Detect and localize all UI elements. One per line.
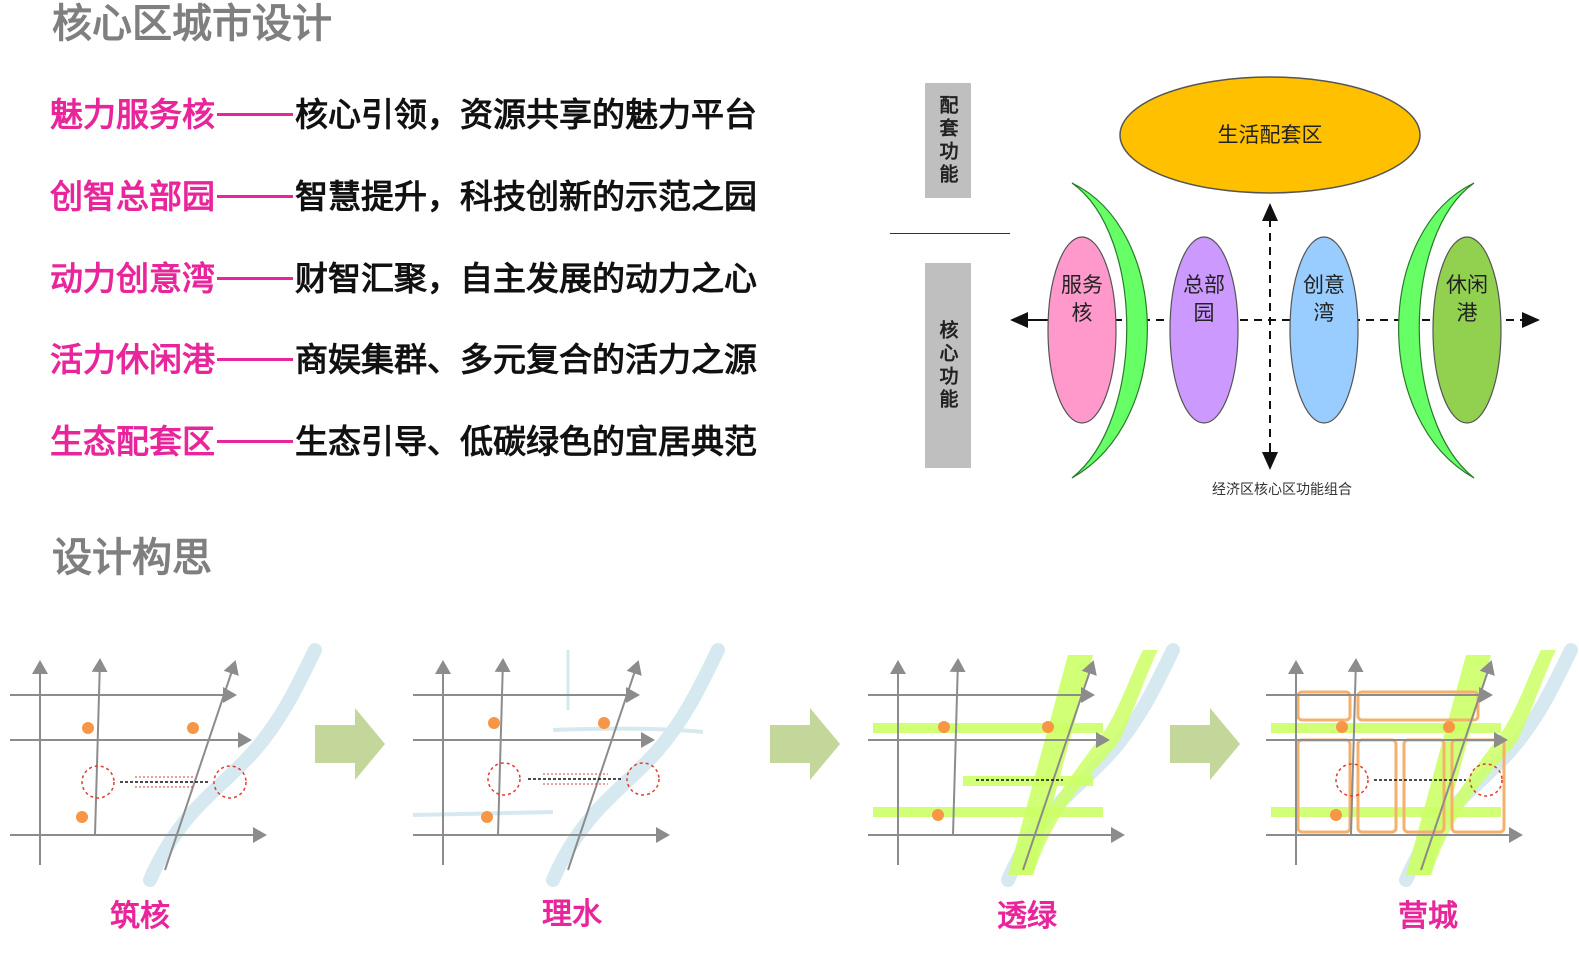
node-ellipse [1047, 236, 1117, 424]
node-ellipse [1432, 236, 1502, 424]
divider-line [890, 233, 1010, 234]
node-creative-bay: 创意 湾 [1289, 236, 1359, 424]
statement-line-5: 生态配套区 生态引导、低碳绿色的宜居典范 [50, 425, 757, 458]
orange-node [488, 717, 500, 729]
sketch-build-city [1266, 650, 1571, 880]
statement-line-2: 创智总部园 智慧提升，科技创新的示范之园 [50, 180, 757, 213]
node-label-line1: 休闲 [1446, 273, 1488, 297]
statement-desc: 智慧提升，科技创新的示范之园 [295, 177, 757, 216]
node-hq-park: 总部 园 [1169, 236, 1239, 424]
section-title-design-concept: 设计构思 [52, 535, 212, 581]
dash-connector [217, 358, 293, 361]
green-arc-right [1398, 182, 1475, 479]
core-circle [626, 762, 660, 796]
orange-node [932, 809, 944, 821]
top-ellipse [1119, 76, 1421, 194]
node-service-core: 服务 核 [1047, 236, 1117, 424]
statement-line-3: 动力创意湾 财智汇聚，自主发展的动力之心 [50, 262, 757, 295]
concept-sketches [0, 640, 1579, 890]
orange-node [1336, 721, 1348, 733]
step-label-build-core: 筑核 [110, 899, 170, 934]
node-label-line1: 创意 [1303, 273, 1345, 297]
orange-node [82, 722, 94, 734]
green-strip [873, 807, 1103, 817]
water-band [150, 650, 315, 880]
dash-connector [217, 440, 293, 443]
step-label-manage-water: 理水 [542, 897, 602, 932]
green-strip [873, 723, 1103, 733]
node-ellipse [1169, 236, 1239, 424]
node-leisure-port: 休闲 港 [1432, 236, 1502, 424]
node-label-line2: 湾 [1314, 301, 1335, 325]
orange-node [938, 721, 950, 733]
dash-connector [217, 113, 293, 116]
orange-node [76, 811, 88, 823]
node-ellipse [1289, 236, 1359, 424]
statement-desc: 财智汇聚，自主发展的动力之心 [295, 259, 757, 298]
core-circle [1469, 763, 1503, 797]
node-label-line2: 园 [1194, 301, 1215, 325]
statement-desc: 商娱集群、多元复合的活力之源 [295, 340, 757, 379]
green-corridor [1008, 655, 1093, 875]
green-corridor [1406, 655, 1491, 875]
green-strip [963, 776, 1093, 786]
green-corridor [1018, 650, 1158, 875]
arrow-right-icon [770, 708, 840, 780]
core-circle [213, 765, 247, 799]
node-label-line1: 服务 [1061, 273, 1103, 297]
core-function-label: 核心功能 [925, 263, 971, 468]
step-label-build-city: 营城 [1398, 899, 1458, 934]
top-ellipse-label: 生活配套区 [1218, 123, 1323, 147]
core-circle [1335, 763, 1369, 797]
dash-connector [217, 277, 293, 280]
green-strip [1271, 807, 1501, 817]
arrow-right-icon [1170, 708, 1240, 780]
statement-desc: 生态引导、低碳绿色的宜居典范 [295, 422, 757, 461]
statement-name: 活力休闲港 [50, 340, 215, 379]
green-strip [1271, 723, 1501, 733]
node-label-line1: 总部 [1183, 273, 1225, 297]
orange-node [598, 717, 610, 729]
sketch-manage-water [413, 650, 718, 880]
sketch-green-through [868, 650, 1173, 880]
statement-line-4: 活力休闲港 商娱集群、多元复合的活力之源 [50, 343, 757, 376]
statement-name: 动力创意湾 [50, 259, 215, 298]
function-diagram: 生活配套区 服务 核 总部 园 创意 湾 休闲 港 经济区核心区功能组合 [1010, 76, 1540, 498]
orange-node [1330, 809, 1342, 821]
core-circle [487, 762, 521, 796]
green-arc-left [1071, 182, 1148, 479]
diagram-caption: 经济区核心区功能组合 [1212, 482, 1352, 498]
node-label-line2: 港 [1457, 301, 1478, 325]
section-title-urban-design: 核心区城市设计 [52, 1, 332, 47]
statement-name: 创智总部园 [50, 177, 215, 216]
support-function-label: 配套功能 [925, 83, 971, 198]
statement-desc: 核心引领，资源共享的魅力平台 [295, 95, 757, 134]
sketch-build-core [10, 650, 315, 880]
road-grid [10, 660, 265, 870]
orange-node [1042, 721, 1054, 733]
step-label-green-through: 透绿 [997, 899, 1057, 934]
statement-line-1: 魅力服务核 核心引领，资源共享的魅力平台 [50, 98, 757, 131]
core-circle [81, 765, 115, 799]
orange-node [481, 811, 493, 823]
arrow-right-icon [315, 708, 385, 780]
orange-node [1443, 721, 1455, 733]
node-label-line2: 核 [1072, 301, 1093, 325]
statement-name: 生态配套区 [50, 422, 215, 461]
road-grid [413, 660, 668, 870]
statement-name: 魅力服务核 [50, 95, 215, 134]
dash-connector [217, 195, 293, 198]
orange-node [187, 722, 199, 734]
